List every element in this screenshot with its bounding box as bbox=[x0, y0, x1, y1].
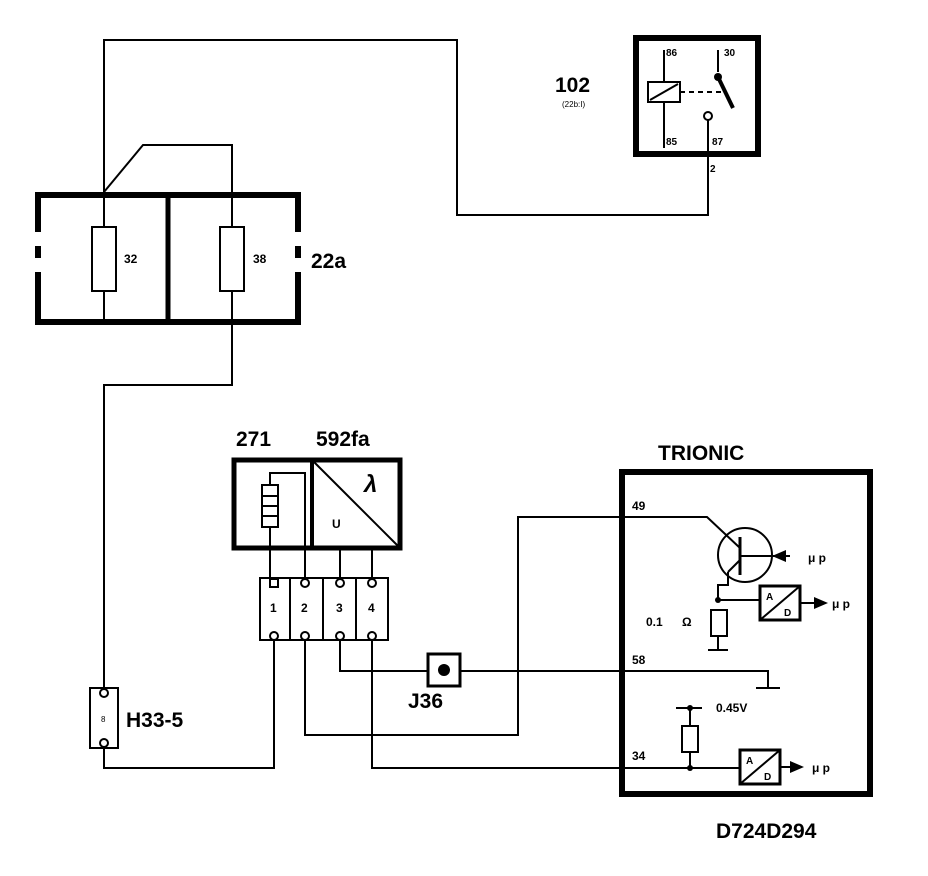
pin4-top-terminal bbox=[367, 578, 377, 588]
relay-pin-30: 30 bbox=[724, 48, 736, 59]
pin1-bottom-terminal bbox=[269, 631, 279, 641]
pin4-bottom-terminal bbox=[367, 631, 377, 641]
fusebox-22a[interactable]: 32 38 bbox=[35, 192, 301, 325]
ecu-pin-58: 58 bbox=[632, 653, 646, 667]
shunt-resistor bbox=[710, 609, 728, 637]
connector-pin-1: 1 bbox=[270, 601, 277, 615]
pin3-top-terminal bbox=[335, 578, 345, 588]
relay-coil-diag bbox=[649, 83, 679, 101]
h33-pin: 8 bbox=[101, 715, 106, 724]
h33-bottom-terminal bbox=[99, 738, 109, 748]
wire-h33-to-pin1 bbox=[103, 640, 275, 769]
relay-contact-87 bbox=[703, 111, 713, 121]
wires bbox=[103, 39, 780, 769]
relay-pin-85: 85 bbox=[666, 137, 678, 148]
shunt-ground bbox=[708, 636, 728, 651]
fuse-32-label: 32 bbox=[124, 252, 138, 266]
ecu-pin-49: 49 bbox=[632, 499, 646, 513]
sensor-box bbox=[231, 457, 403, 551]
bias-voltage: 0.45V bbox=[716, 701, 747, 715]
wire-pin4-to-ecu34 bbox=[371, 640, 740, 769]
wire-fuse32-to-relay bbox=[103, 39, 709, 216]
ad1-diag bbox=[759, 585, 801, 621]
connector-h33-5[interactable]: 8 bbox=[89, 687, 119, 749]
ad2-d: D bbox=[764, 772, 771, 783]
relay-wire-2: 2 bbox=[710, 164, 716, 175]
transistor-input-arrow bbox=[772, 550, 786, 562]
shunt-ohm: Ω bbox=[682, 615, 692, 629]
pin3-bottom-terminal bbox=[335, 631, 345, 641]
ad2-output-arrow bbox=[790, 761, 804, 773]
ecu-title: TRIONIC bbox=[658, 442, 744, 465]
wire-pin2-to-ecu49 bbox=[304, 516, 741, 736]
pin2-top-terminal bbox=[300, 578, 310, 588]
j36-dot bbox=[438, 664, 450, 676]
mu-p-transistor: μ p bbox=[808, 551, 826, 565]
wire-fuse38-to-h33 bbox=[103, 320, 233, 688]
ad2-a: A bbox=[746, 756, 753, 767]
fusebox-label: 22a bbox=[311, 250, 346, 273]
ad1-output-arrow bbox=[814, 597, 828, 609]
connector-pin-4: 4 bbox=[368, 601, 375, 615]
wire-fuse-link bbox=[103, 144, 233, 195]
shunt-wire bbox=[717, 572, 729, 602]
ad1-d: D bbox=[784, 608, 791, 619]
mu-p-ad1: μ p bbox=[832, 597, 850, 611]
pin1-top-terminal bbox=[269, 578, 279, 588]
connector-pin-3: 3 bbox=[336, 601, 343, 615]
pin2-bottom-terminal bbox=[300, 631, 310, 641]
bias-node bbox=[687, 705, 693, 711]
lambda-diagonal bbox=[313, 461, 399, 547]
bias-junction bbox=[687, 765, 693, 771]
relay-box bbox=[633, 35, 761, 157]
relay-pin-86: 86 bbox=[666, 48, 678, 59]
mu-p-ad2: μ p bbox=[812, 761, 830, 775]
lambda-label: 592fa bbox=[316, 428, 370, 451]
bias-resistor bbox=[681, 725, 699, 753]
voltage-symbol: U bbox=[332, 517, 341, 531]
lambda-sensor[interactable]: 271 592fa λ U 1 2 3 4 bbox=[231, 428, 403, 641]
lambda-symbol: λ bbox=[362, 471, 377, 498]
relay-pin-87: 87 bbox=[712, 137, 724, 148]
wire-pin3-to-ecu58 bbox=[339, 640, 428, 672]
fuse-38[interactable] bbox=[219, 226, 245, 292]
trionic-ecu[interactable]: TRIONIC μ p 0.1 Ω A D μ p 0.45V bbox=[619, 442, 873, 797]
wire-j36-to-ecu58 bbox=[460, 670, 769, 688]
fuse-32[interactable] bbox=[91, 226, 117, 292]
ad1-a: A bbox=[766, 592, 773, 603]
ecu-pin-34: 34 bbox=[632, 749, 646, 763]
transistor-emitter bbox=[727, 559, 741, 573]
h33-label: H33-5 bbox=[126, 709, 184, 732]
shunt-value: 0.1 bbox=[646, 615, 663, 629]
h33-top-terminal bbox=[99, 688, 109, 698]
ad2-diag bbox=[739, 749, 781, 785]
j36-label: J36 bbox=[408, 690, 443, 713]
relay-switch bbox=[716, 76, 735, 109]
heater-label: 271 bbox=[236, 428, 271, 451]
ecu-box bbox=[619, 469, 873, 797]
fuse-38-label: 38 bbox=[253, 252, 267, 266]
relay-102[interactable]: 86 30 85 87 2 bbox=[633, 35, 761, 175]
connector-pin-2: 2 bbox=[301, 601, 308, 615]
junction-j36[interactable] bbox=[426, 652, 462, 688]
relay-ref: (22b:I) bbox=[562, 100, 585, 109]
diagram-code: D724D294 bbox=[716, 820, 817, 843]
relay-label: 102 bbox=[555, 74, 590, 97]
